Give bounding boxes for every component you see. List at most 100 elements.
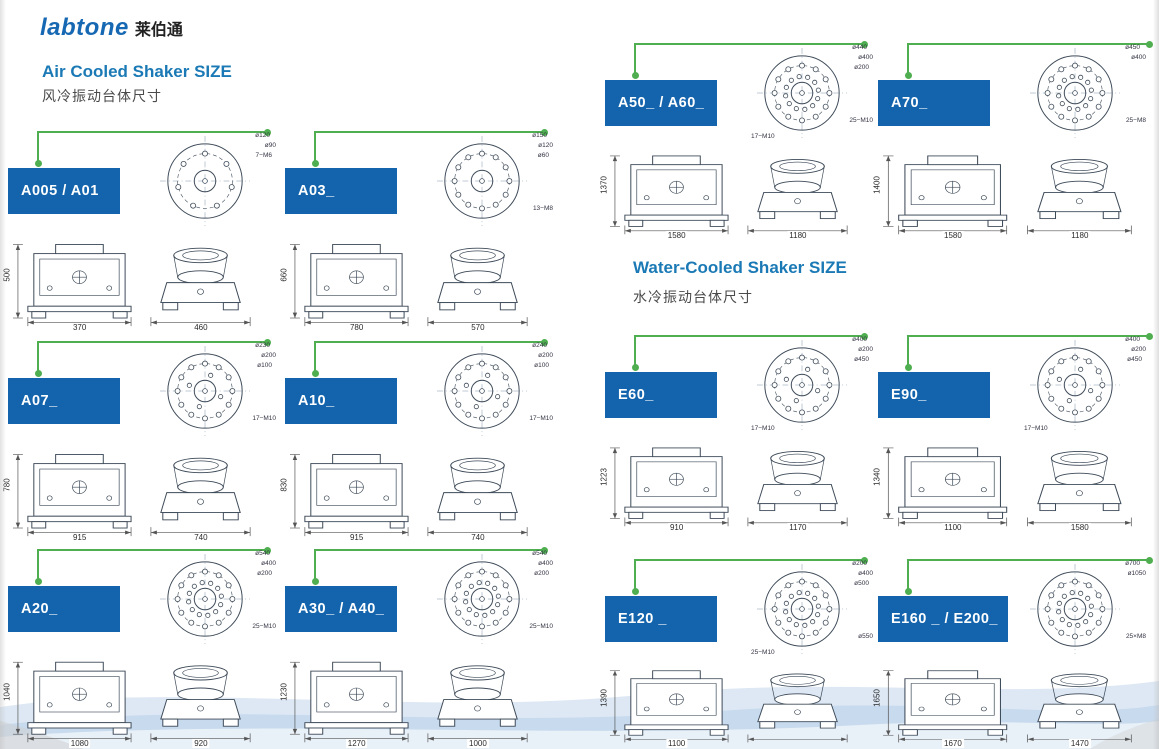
height-dimension: 1230 [279,683,289,702]
width-dimension-2: 1180 [787,231,809,240]
flange-dim-3: ø200 [534,570,549,577]
width-dimension-1: 1270 [345,739,368,748]
width-dimension-1: 370 [70,323,89,332]
model-label-box: E120 _ [605,596,717,642]
flange-top-view: ø200 ø400 ø500 ø550 25−M10 [751,560,873,658]
dimension-views: 1340 1100 1580 [873,434,1150,532]
connector-dot-left [312,370,319,377]
connector-dot-right [264,339,271,346]
flange-dim-3: ø60 [537,152,549,159]
connector-dot-left [632,72,639,79]
flange-dim-2: ø400 [1131,54,1146,61]
connector-dot-right [861,557,868,564]
shaker-panel-a10: A10_ ø240 ø200 ø100 17−M10 830 915 740 [280,338,553,542]
model-label-box: A005 / A01 [8,168,120,214]
connector-dot-right [1146,333,1153,340]
flange-dim-1: ø120 [255,132,270,139]
connector-dot-left [632,364,639,371]
width-dimension-1: 1670 [941,739,964,748]
model-label-box: A70_ [878,80,990,126]
connector-dot-left [35,160,42,167]
model-label-text: A03_ [298,183,335,199]
flange-drawing [437,346,527,436]
flange-dim-2: ø200 [538,352,553,359]
flange-dim-3: ø200 [257,570,272,577]
flange-drawing [1030,564,1120,654]
shaker-panel-a50-a60: A50_ / A60_ ø440 ø400 ø200 25−M10 17−M10… [600,40,873,240]
flange-dim-1: ø540 [532,550,547,557]
shaker-panel-a20: A20_ ø540 ø400 ø200 25−M10 1040 1080 920 [3,546,276,748]
flange-dim-4: 25−M10 [849,117,873,124]
flange-dim-1: ø540 [255,550,270,557]
flange-drawing [757,340,847,430]
width-dimension-1: 1580 [665,231,688,240]
flange-dim-4: 25−M10 [252,623,276,630]
width-dimension-2: 740 [469,533,487,542]
flange-dim-2: ø1050 [1127,570,1146,577]
flange-dim-4: 13−M8 [532,205,553,212]
shaker-outline-drawing [289,454,528,537]
connector-dot-left [905,588,912,595]
connector-dot-left [35,578,42,585]
flange-dim-1: ø450 [1125,44,1140,51]
flange-drawing [1030,48,1120,138]
flange-drawing [757,48,847,138]
flange-top-view: ø400 ø200 ø450 17−M10 [1024,336,1146,434]
flange-top-view: ø540 ø400 ø200 25−M10 [431,550,553,648]
flange-drawing [757,564,847,654]
shaker-outline-drawing [883,670,1132,743]
air-cooled-section-title: Air Cooled Shaker SIZE [42,62,232,81]
shaker-outline-drawing [12,661,251,743]
width-dimension-1: 1080 [68,739,91,748]
flange-drawing [160,136,250,226]
flange-dim-2: ø400 [858,570,873,577]
flange-dim-1: ø700 [1125,560,1140,567]
model-label-text: A005 / A01 [21,183,99,199]
flange-dim-2: ø200 [858,346,873,353]
model-label-box: A07_ [8,378,120,424]
flange-dim-3: ø100 [257,362,272,369]
flange-top-view: ø450 ø400 25−M8 [1024,44,1146,142]
connector-dot-right [541,339,548,346]
connector-dot-right [1146,41,1153,48]
width-dimension-2: 740 [192,533,210,542]
flange-dim-2: ø120 [538,142,553,149]
dimension-views: 1040 1080 920 [3,648,268,748]
model-label-box: E90_ [878,372,990,418]
page-edge-left [0,0,6,749]
flange-dim-1: ø440 [852,44,867,51]
connector-dot-right [264,547,271,554]
model-label-box: A30_ / A40_ [285,586,397,632]
flange-drawing [437,136,527,226]
flange-dim-3: ø200 [854,64,869,71]
flange-top-view: ø240 ø200 ø100 17−M10 [431,342,553,440]
flange-dim-3: 7−M6 [255,152,272,159]
shaker-panel-a03: A03_ ø150 ø120 ø60 13−M8 660 780 570 [280,128,553,332]
flange-dim-1: ø230 [255,342,270,349]
height-dimension: 1340 [872,468,882,487]
connector-dot-right [861,41,868,48]
height-dimension: 1370 [599,176,609,195]
dimension-views: 830 915 740 [280,440,545,542]
height-dimension: 1400 [872,176,882,195]
logo-brand-text: labtone [40,14,129,41]
dimension-views: 660 780 570 [280,230,545,332]
model-label-text: E90_ [891,387,927,403]
flange-top-view: ø230 ø200 ø100 17−M10 [154,342,276,440]
flange-dim-4: 17−M10 [252,415,276,422]
flange-dim-2: ø200 [1131,346,1146,353]
flange-dim-2: ø90 [264,142,276,149]
model-label-text: A10_ [298,393,335,409]
flange-dim-2: ø400 [538,560,553,567]
model-label-text: A20_ [21,601,58,617]
width-dimension-1: 1100 [942,523,964,532]
flange-dim-1: ø400 [852,336,867,343]
width-dimension-2: 1170 [787,523,809,532]
shaker-outline-drawing [883,155,1132,235]
connector-dot-left [905,72,912,79]
dimension-views: 1223 910 1170 [600,434,865,532]
flange-drawing [1030,340,1120,430]
shaker-outline-drawing [12,244,251,327]
flange-dim-4: ø550 [858,633,873,640]
